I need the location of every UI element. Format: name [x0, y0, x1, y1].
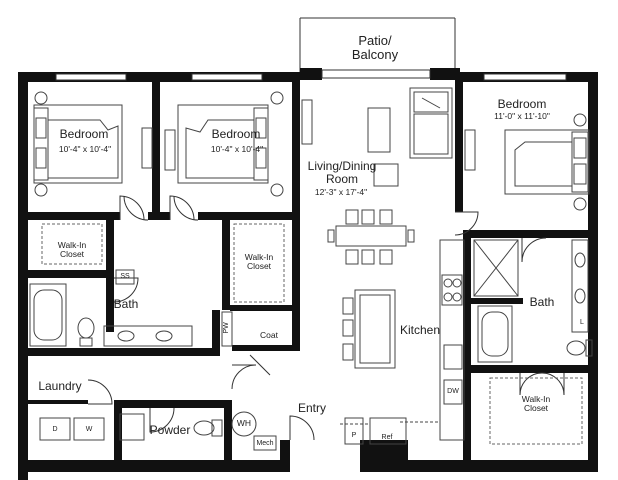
bedroom-mid-furniture [164, 91, 284, 197]
coat-label: Coat [260, 330, 278, 340]
walkin-right-label: Walk-In Closet [506, 394, 566, 414]
walkin-mid-name2: Closet [246, 261, 272, 272]
living-furniture [301, 87, 453, 265]
entry-label: Entry [297, 401, 326, 415]
bedroom-left-size: 10'-4" x 10'-4" [58, 144, 112, 154]
left-bath-fixtures [29, 269, 277, 451]
dw-tag: DW [447, 388, 459, 395]
wh-tag: WH [236, 418, 252, 428]
bedroom-left-furniture [33, 91, 153, 197]
dryer-tag: D [52, 426, 58, 433]
walkin-mid-name: Walk-In [244, 252, 274, 262]
powder-label: Powder [149, 423, 191, 437]
closet-outlines [41, 223, 583, 445]
bedroom-right-size: 11'-0" x 11'-10" [494, 111, 550, 121]
doors [87, 195, 565, 441]
living-size: 12'-3" x 17'-4" [314, 187, 368, 197]
patio-name: Patio/ [358, 33, 392, 48]
walkin-left-label: Walk-In Closet [44, 240, 100, 260]
bedroom-right-furniture [464, 113, 590, 211]
laundry-label: Laundry [38, 379, 82, 393]
bath-right-label: Bath [529, 295, 555, 309]
mech-tag: Mech [256, 440, 274, 447]
right-bath-fixtures [473, 239, 593, 363]
windows [55, 69, 567, 81]
bedroom-mid-size: 10'-4" x 10'-4" [210, 144, 264, 154]
living-name: Living/Dining [307, 159, 377, 173]
bath-left-label: Bath [113, 297, 139, 311]
bedroom-left-label: Bedroom [59, 127, 109, 141]
walkin-left-name: Walk-In [57, 240, 87, 250]
living-name2: Room [325, 172, 358, 187]
ref-tag: Ref [381, 434, 393, 441]
washer-tag: W [85, 426, 93, 433]
ss-tag: SS [120, 273, 130, 280]
walkin-right-name: Walk-In [521, 394, 551, 404]
patio-name2: Balcony [351, 47, 399, 63]
pw-tag: PW [223, 322, 231, 334]
walkin-mid-label: Walk-In Closet [234, 252, 284, 272]
pantry-tag: P [351, 432, 357, 439]
kitchen-fixtures [340, 239, 465, 445]
interior-walls [28, 82, 588, 472]
living-label: Living/Dining Room [302, 159, 382, 187]
patio-outline [299, 17, 456, 72]
exterior-walls [18, 68, 598, 480]
bedroom-right-label: Bedroom [497, 97, 547, 111]
walkin-right-name2: Closet [523, 403, 549, 414]
kitchen-label: Kitchen [399, 323, 441, 337]
linen-tag: L [580, 319, 584, 326]
walkin-left-name2: Closet [59, 249, 85, 260]
patio-label: Patio/ Balcony [345, 33, 405, 63]
bedroom-mid-label: Bedroom [211, 127, 261, 141]
